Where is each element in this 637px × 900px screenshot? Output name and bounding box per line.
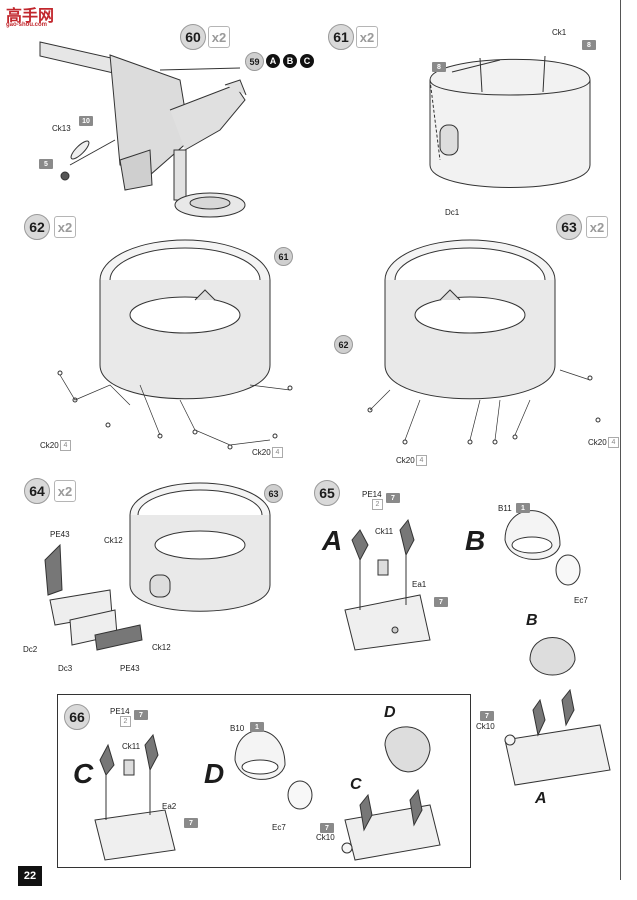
dome-b-drawing (504, 510, 581, 586)
part-label-ck12-top: Ck12 (104, 536, 123, 545)
step-60-ref: 59 (245, 52, 264, 71)
qty-box-bottom: 4 (416, 455, 427, 466)
sprue-tag-7c-66: 7 (320, 823, 334, 833)
gun-mount-drawing (39, 41, 247, 218)
part-label-ck10-66: Ck10 (316, 833, 335, 842)
part-label-ea2: Ea2 (162, 802, 177, 811)
step-64-number: 64 (24, 478, 50, 504)
step-61-multiplier: x2 (356, 26, 378, 48)
part-label-pe43-bottom: PE43 (120, 664, 140, 673)
qty-box-far: 4 (608, 437, 619, 448)
qty-box-right: 4 (272, 447, 283, 458)
ref-letter-a: A (266, 54, 280, 68)
sprue-tag-7b: 7 (434, 597, 448, 607)
step-66-number: 66 (64, 704, 90, 730)
qty-box-pe14-66: 2 (120, 716, 131, 727)
part-label-ck20-far: Ck20 (588, 438, 607, 447)
watermark-url: gao-shou.com (6, 22, 48, 28)
sprue-tag-1-66: 1 (250, 722, 264, 732)
step-64-ref: 63 (264, 484, 283, 503)
sprue-tag-10: 10 (79, 116, 93, 126)
part-label-pe14: PE14 (362, 490, 382, 499)
letter-a-small: A (535, 790, 547, 807)
step-62-number: 62 (24, 214, 50, 240)
sprue-tag-5: 5 (39, 159, 53, 169)
part-label-ck13: Ck13 (52, 124, 71, 133)
tripod-c-drawing (94, 733, 176, 861)
part-label-ec7-66: Ec7 (272, 823, 286, 832)
step-63-multiplier: x2 (586, 216, 608, 238)
dome-d-drawing (234, 730, 313, 810)
watermark-logo: 高手网 (6, 8, 55, 25)
part-label-ck1: Ck1 (552, 28, 567, 37)
drum-63-drawing (367, 239, 601, 445)
tripod-d-assembled-drawing (341, 726, 441, 861)
letter-c: C (73, 758, 94, 789)
part-label-ea1: Ea1 (412, 580, 427, 589)
part-label-ck20-bottom: Ck20 (396, 456, 415, 465)
sprue-tag-7c: 7 (480, 711, 494, 721)
step-66-frame (57, 694, 471, 868)
letter-b-small: B (526, 612, 538, 629)
qty-box-left: 4 (60, 440, 71, 451)
part-label-ck11-66: Ck11 (122, 742, 141, 751)
part-label-ck10: Ck10 (476, 722, 495, 731)
part-label-b11: B11 (498, 504, 512, 513)
step-63-number: 63 (556, 214, 582, 240)
ref-letter-b: B (283, 54, 297, 68)
qty-box-pe14: 2 (372, 499, 383, 510)
drum-64-drawing (44, 482, 271, 651)
part-label-b10: B10 (230, 724, 245, 733)
drum-62-drawing (57, 239, 293, 450)
page-edge-line (620, 0, 621, 880)
part-label-ck20-right: Ck20 (252, 448, 271, 457)
sprue-tag-8b: 8 (582, 40, 596, 50)
page-number: 22 (18, 866, 42, 886)
tripod-assembled-drawing (504, 637, 611, 786)
step-60-number: 60 (180, 24, 206, 50)
part-label-dc2: Dc2 (23, 645, 38, 654)
step-62-multiplier: x2 (54, 216, 76, 238)
ref-letter-c: C (300, 54, 314, 68)
part-label-dc1: Dc1 (445, 208, 460, 217)
step-60-multiplier: x2 (208, 26, 230, 48)
part-label-pe14-66: PE14 (110, 707, 130, 716)
part-label-dc3: Dc3 (58, 664, 73, 673)
part-label-pe43-top: PE43 (50, 530, 70, 539)
letter-b: B (465, 525, 486, 556)
letter-d: D (204, 758, 225, 789)
part-label-ck11: Ck11 (375, 527, 394, 536)
sprue-tag-8a: 8 (432, 62, 446, 72)
part-label-ck20-left: Ck20 (40, 441, 59, 450)
step-62-ref: 61 (274, 247, 293, 266)
open-ring-drawing (429, 55, 591, 188)
step-63-ref: 62 (334, 335, 353, 354)
letter-d-small: D (384, 704, 396, 721)
tripod-a-drawing (344, 518, 431, 651)
part-label-ck12-bottom: Ck12 (152, 643, 171, 652)
letter-a: A (322, 525, 343, 556)
step-65-number: 65 (314, 480, 340, 506)
step-64-multiplier: x2 (54, 480, 76, 502)
sprue-tag-7a-66: 7 (134, 710, 148, 720)
part-label-ec7: Ec7 (574, 596, 588, 605)
sprue-tag-1: 1 (516, 503, 530, 513)
sprue-tag-7b-66: 7 (184, 818, 198, 828)
step-61-number: 61 (328, 24, 354, 50)
sprue-tag-7a: 7 (386, 493, 400, 503)
letter-c-small: C (350, 776, 362, 793)
